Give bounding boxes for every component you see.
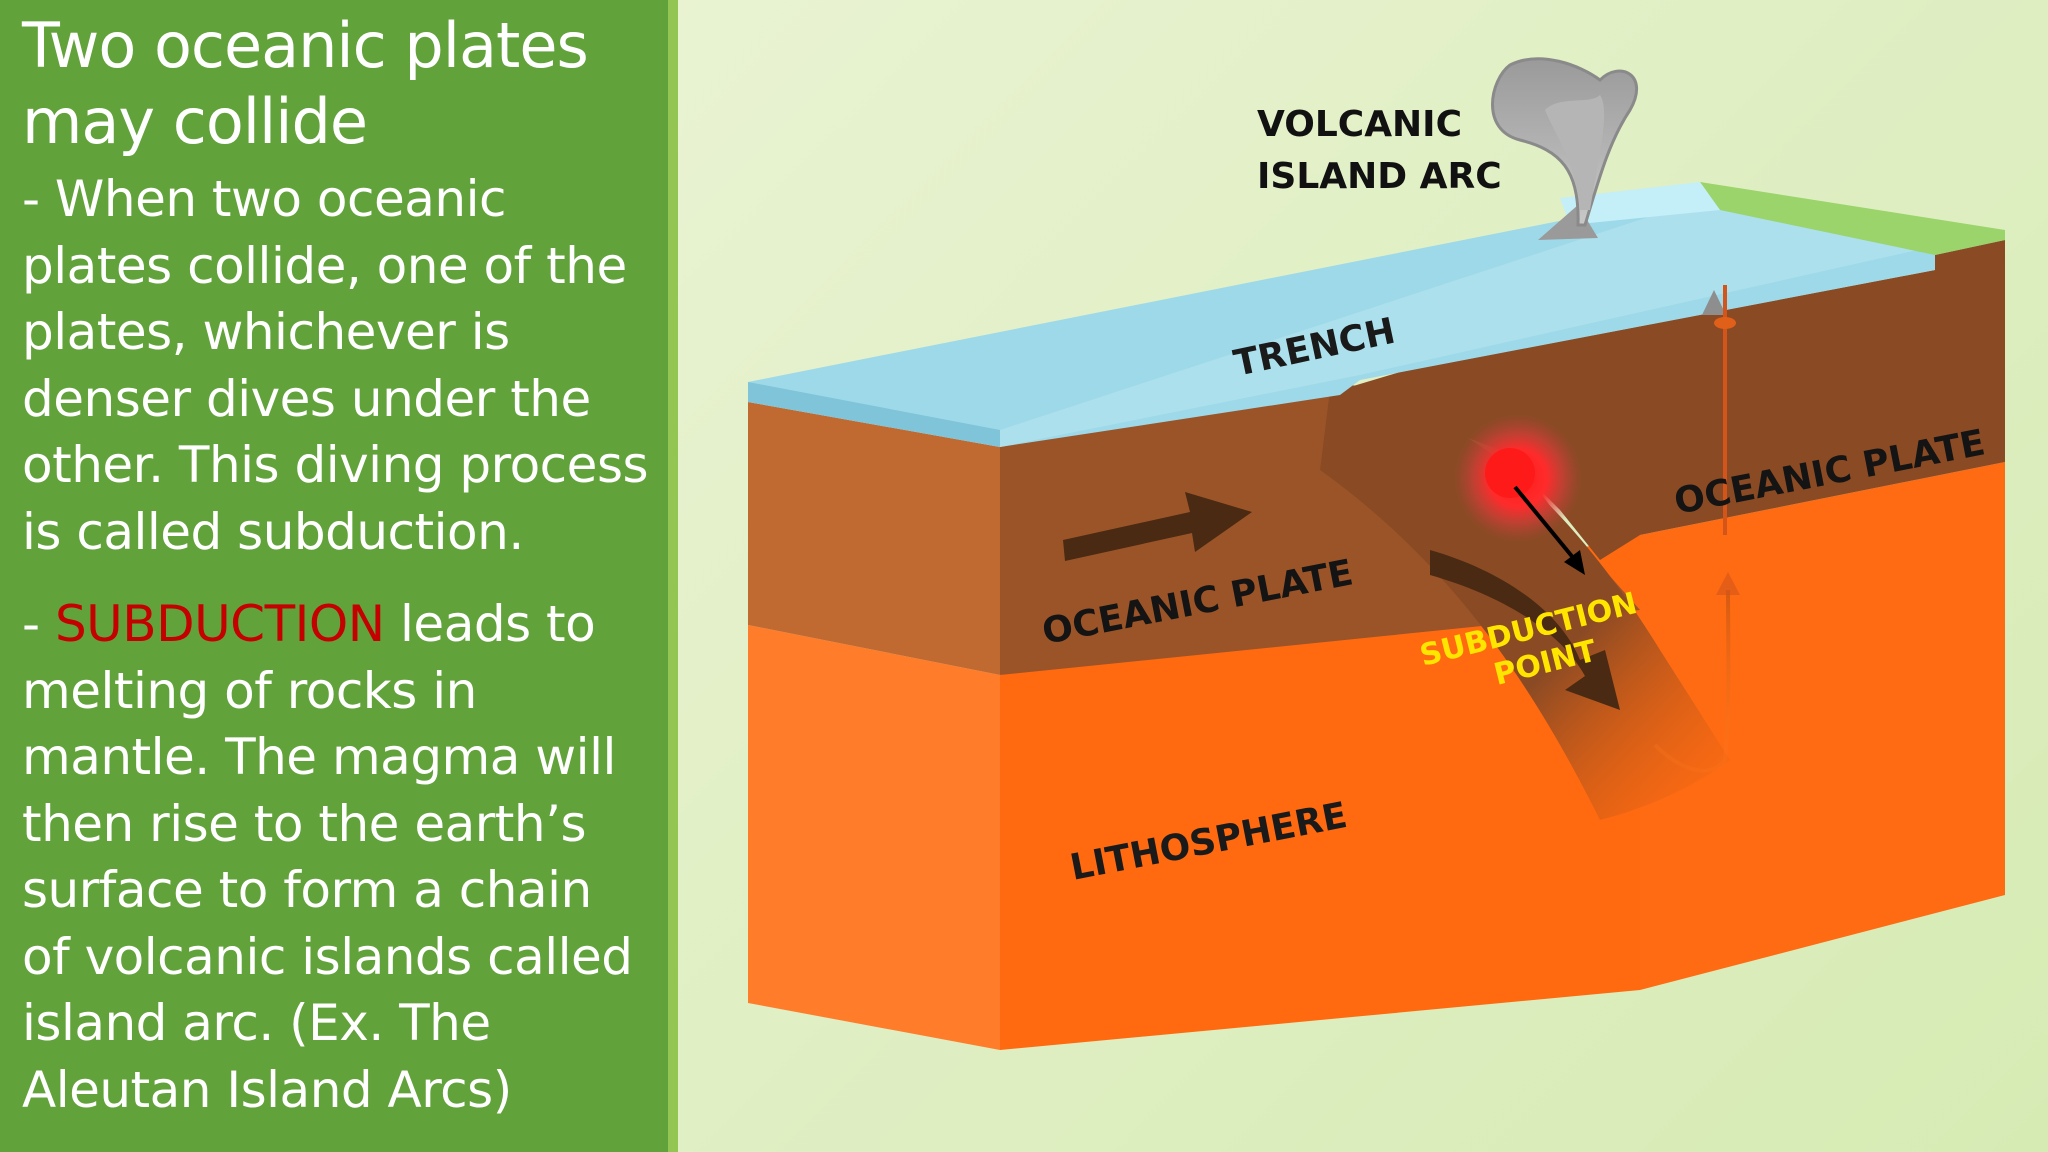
hotspot-core bbox=[1485, 448, 1535, 498]
label-island-arc: ISLAND ARC bbox=[1257, 156, 1502, 197]
rising-magma-arrow bbox=[1653, 589, 1731, 773]
paragraph-island-arc: - SUBDUCTION leads to melting of rocks i… bbox=[22, 591, 652, 1123]
block-front-lithosphere-2 bbox=[1000, 535, 1640, 1050]
paragraph-body: leads to melting of rocks in mantle. The… bbox=[22, 595, 633, 1119]
water-front-face bbox=[748, 382, 1000, 447]
paragraph-subduction-definition: - When two oceanic plates collide, one o… bbox=[22, 170, 649, 561]
subduction-motion-arrow bbox=[1430, 550, 1620, 710]
subduction-pointer-head bbox=[1564, 550, 1585, 575]
water-highlight bbox=[1560, 182, 1720, 225]
text-panel: Two oceanic plates may collide - When tw… bbox=[0, 0, 678, 1152]
front-plate-face bbox=[748, 402, 1000, 675]
label-volcanic: VOLCANIC bbox=[1257, 104, 1462, 145]
slide-title: Two oceanic plates may collide bbox=[22, 9, 589, 158]
water-front-face-2 bbox=[1000, 200, 1940, 447]
paragraph-prefix: - bbox=[22, 595, 55, 653]
volcano-small-cone bbox=[1702, 290, 1726, 315]
subduction-highlight: SUBDUCTION bbox=[54, 595, 385, 653]
block-front-lithosphere bbox=[748, 625, 1000, 1050]
subduction-pointer-line bbox=[1513, 485, 1577, 562]
magma-chamber bbox=[1714, 317, 1736, 329]
plume-inner bbox=[1545, 95, 1605, 210]
oceanic-plate-right bbox=[1340, 232, 2005, 560]
rising-magma-arrowhead bbox=[1716, 572, 1740, 595]
land-strip bbox=[1700, 182, 2005, 255]
plate-motion-arrow bbox=[1063, 492, 1252, 561]
